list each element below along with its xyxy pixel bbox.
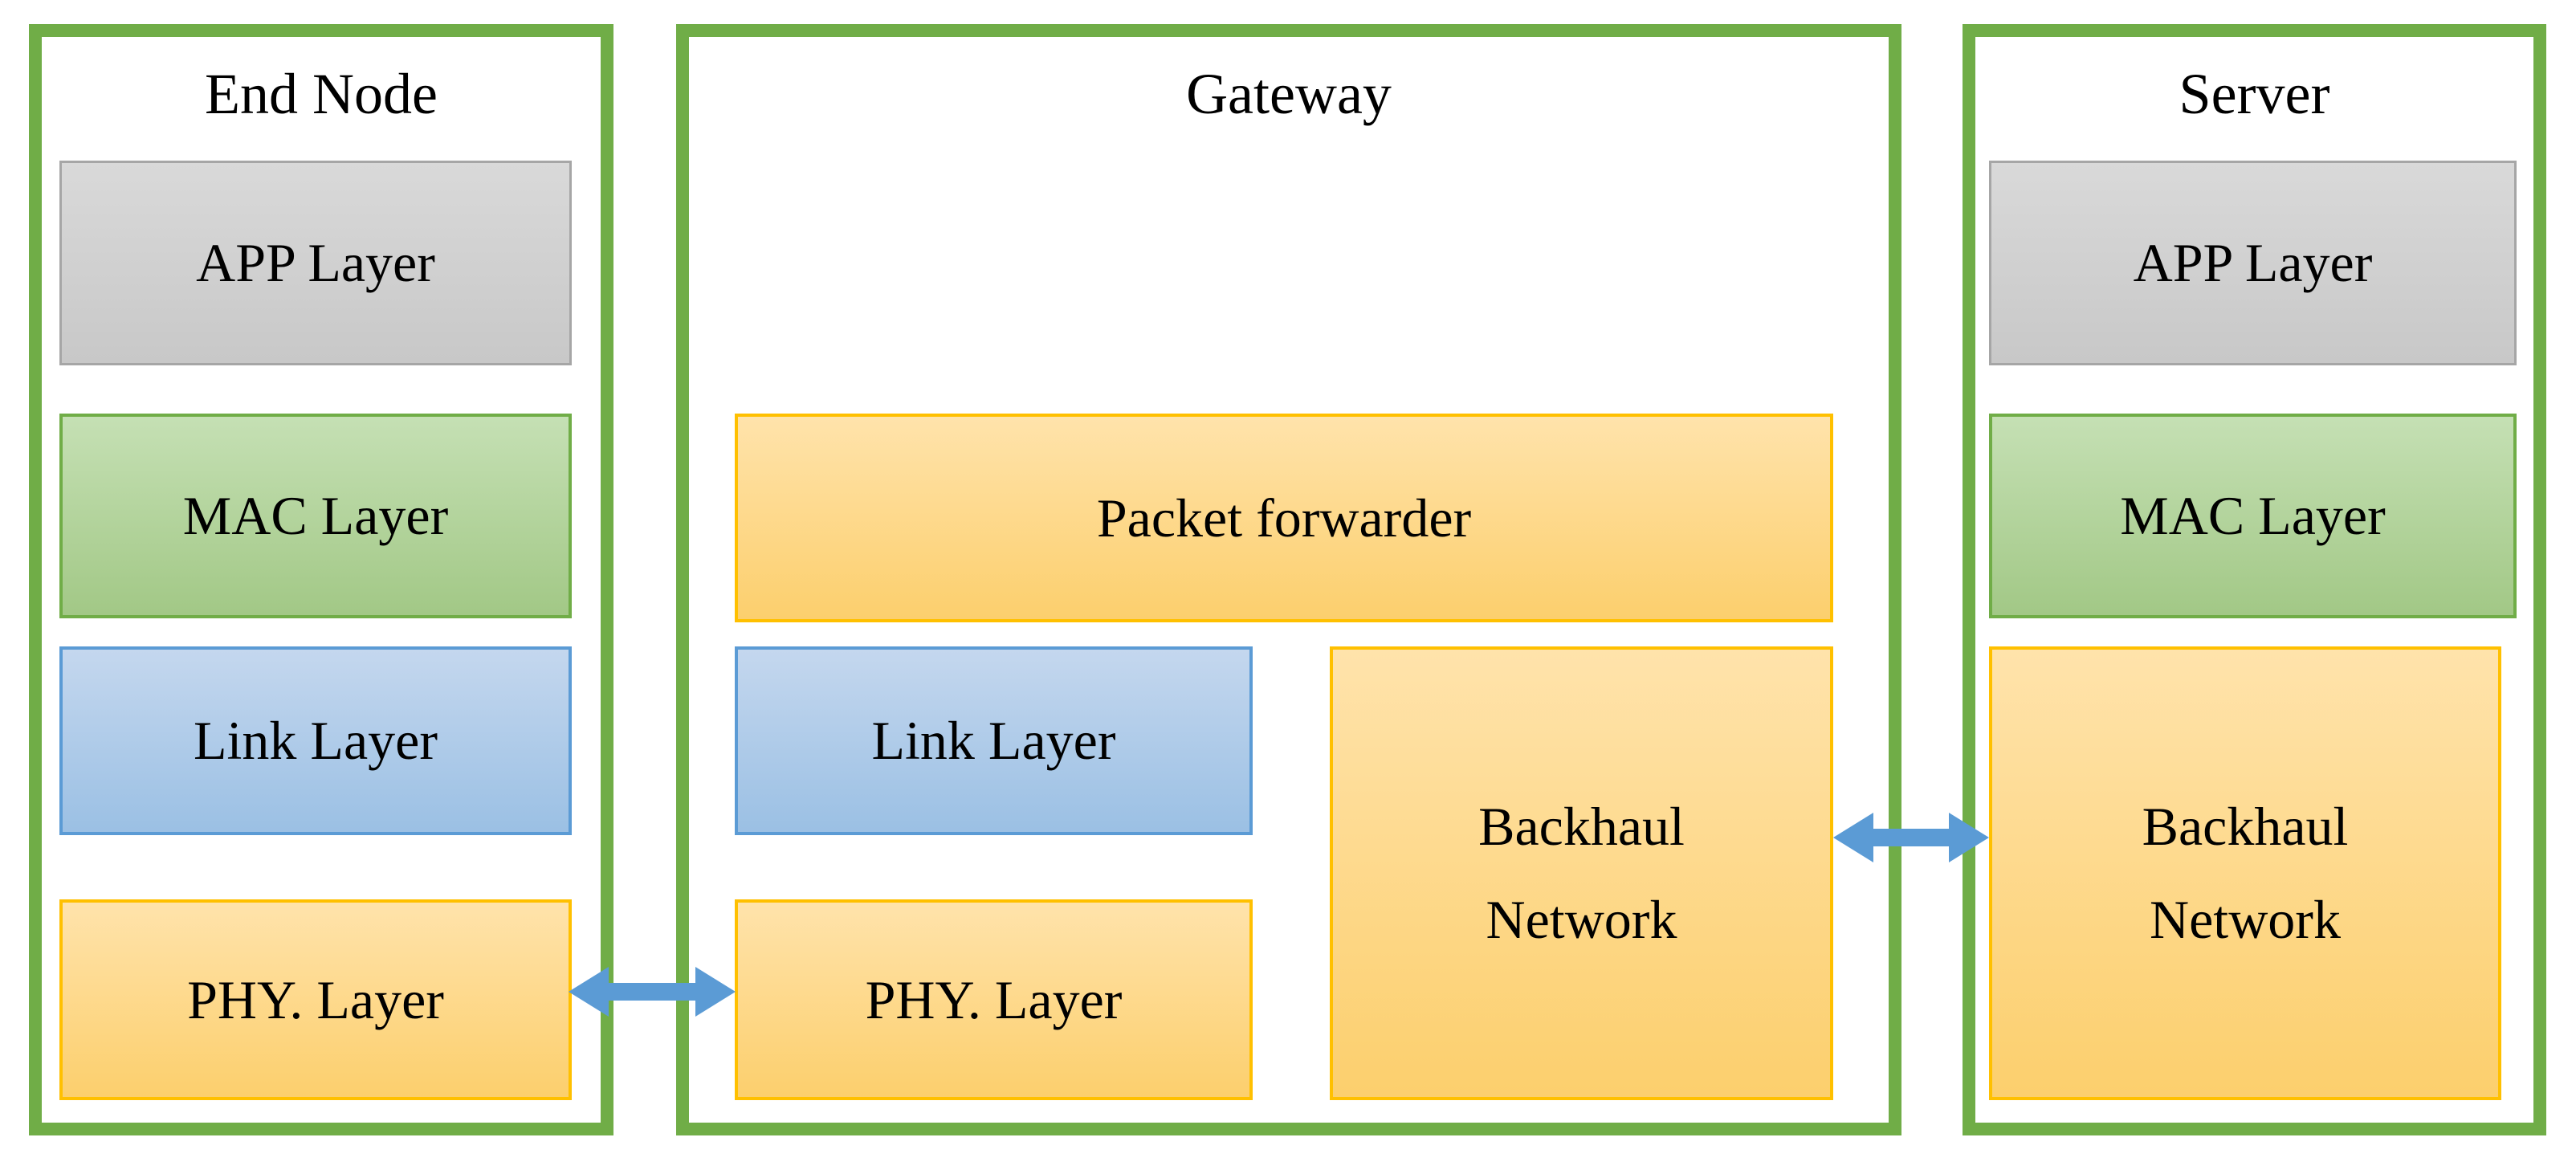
gateway-link-layer-box: Link Layer [735, 646, 1253, 835]
arrow-left-head-icon [569, 967, 609, 1017]
server-backhaul-network-box: Backhaul Network [1989, 646, 2501, 1100]
arrow-shaft [609, 983, 695, 1001]
end-node-mac-layer-box: MAC Layer [59, 414, 572, 618]
arrow-right-head-icon [1949, 813, 1989, 862]
end-node-phy-layer-box: PHY. Layer [59, 899, 572, 1100]
gateway-backhaul-network-box: Backhaul Network [1330, 646, 1833, 1100]
server-mac-layer-box: MAC Layer [1989, 414, 2517, 618]
arrow-right-head-icon [695, 967, 736, 1017]
gateway-title: Gateway [1186, 62, 1392, 126]
arrow-left-head-icon [1833, 813, 1873, 862]
backhaul-to-backhaul-double-arrow-icon [1833, 813, 1989, 862]
end-node-link-layer-box: Link Layer [59, 646, 572, 835]
end-node-title: End Node [205, 62, 438, 126]
gateway-packet-forwarder-box: Packet forwarder [735, 414, 1833, 622]
end-node-app-layer-box: APP Layer [59, 161, 572, 365]
gateway-phy-layer-box: PHY. Layer [735, 899, 1253, 1100]
phy-to-phy-double-arrow-icon [569, 967, 736, 1017]
server-title: Server [2179, 62, 2330, 126]
server-app-layer-box: APP Layer [1989, 161, 2517, 365]
arrow-shaft [1873, 829, 1949, 846]
